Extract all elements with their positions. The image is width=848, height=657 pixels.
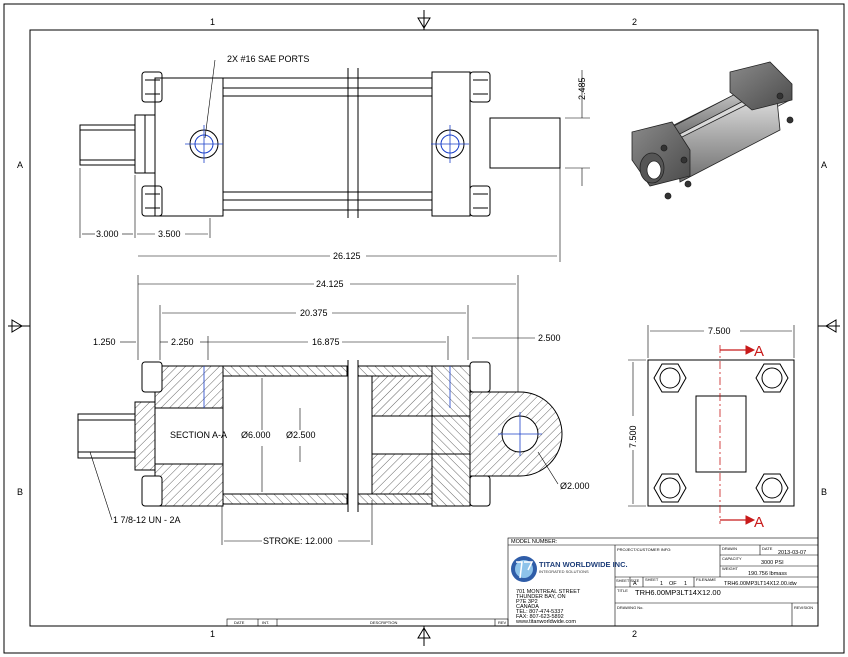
- section-dimensions: [89, 275, 559, 545]
- logo-text: TITAN WORLDWIDE INC.: [539, 560, 628, 569]
- zone-top-1: 1: [210, 17, 215, 27]
- drawing-no-label: DRAWING No.: [617, 605, 644, 610]
- dim-rod: Ø2.500: [286, 430, 316, 440]
- dim-20375: 20.375: [300, 308, 328, 318]
- rev-col-rev: REV: [498, 620, 507, 625]
- title-value: TRH6.00MP3LT14X12.00: [635, 588, 721, 597]
- svg-text:THUNDER BAY, ON: THUNDER BAY, ON: [516, 594, 566, 600]
- svg-text:TEL: 807-474-5337: TEL: 807-474-5337: [516, 609, 563, 615]
- weight-label: WEIGHT: [722, 566, 739, 571]
- dim-2250: 2.250: [171, 337, 194, 347]
- dim-2500: 2.500: [538, 333, 561, 343]
- iso-view: [631, 61, 794, 200]
- title-block: [226, 537, 819, 627]
- outer-border: [3, 3, 845, 654]
- title-label: TITLE: [617, 588, 628, 593]
- dim-sq-width: 7.500: [708, 326, 731, 336]
- filename-value: TRH6.00MP3LT14X12.00.idw: [724, 581, 797, 587]
- svg-text:701 MONTREAL STREET: 701 MONTREAL STREET: [516, 589, 581, 595]
- zone-bottom-2: 2: [632, 629, 637, 639]
- zone-bottom-1: 1: [210, 629, 215, 639]
- dim-pin: Ø2.000: [560, 481, 590, 491]
- revision-label: REVISION: [794, 605, 813, 610]
- rev-col-date: DATE: [234, 620, 245, 625]
- dim-bore: Ø6.000: [241, 430, 271, 440]
- date-value: 2013-03-07: [778, 550, 806, 556]
- sheet-label: SHEET: [645, 577, 659, 582]
- sheet-size-value: A: [633, 581, 637, 587]
- end-view-dimensions: [628, 325, 795, 507]
- section-view: [77, 360, 563, 512]
- dim-3500: 3.500: [158, 229, 181, 239]
- of-label: OF: [669, 581, 677, 587]
- capacity-value: 3000 PSI: [761, 560, 784, 566]
- thread-label: 1 7/8-12 UN - 2A: [113, 515, 181, 525]
- dim-24125: 24.125: [316, 279, 344, 289]
- drawn-label: DRAWN: [722, 546, 737, 551]
- zone-top-2: 2: [632, 17, 637, 27]
- dim-2485: 2.485: [577, 77, 587, 100]
- svg-text:FAX: 807-623-5892: FAX: 807-623-5892: [516, 614, 564, 620]
- logo-tagline: INTEGRATED SOLUTIONS: [539, 569, 589, 574]
- sheet-size-label: SHEET SIZE: [616, 578, 640, 583]
- section-marker-top: A: [754, 343, 764, 360]
- model-number-label: MODEL NUMBER:: [511, 539, 558, 545]
- svg-text:www.titanworldwide.com: www.titanworldwide.com: [515, 619, 576, 625]
- capacity-label: CAPACITY: [722, 556, 742, 561]
- project-label: PROJECT/CUSTOMER INFO:: [617, 547, 671, 552]
- rev-col-description: DESCRIPTION: [370, 620, 397, 625]
- weight-value: 190.756 lbmass: [748, 571, 787, 577]
- of-value: 1: [684, 581, 687, 587]
- zone-right-a: A: [821, 160, 827, 170]
- ports-label: 2X #16 SAE PORTS: [227, 54, 309, 64]
- bolt-nuts: [653, 363, 789, 503]
- end-view: [647, 345, 795, 525]
- section-marker-bottom: A: [754, 514, 764, 531]
- company-logo: TITAN WORLDWIDE INC. INTEGRATED SOLUTION…: [511, 556, 628, 582]
- sheet-value: 1: [660, 581, 663, 587]
- dim-1250: 1.250: [93, 337, 116, 347]
- zone-right-b: B: [821, 487, 827, 497]
- svg-text:P7E 3P2: P7E 3P2: [516, 599, 538, 605]
- dim-sq-height: 7.500: [628, 425, 638, 448]
- dim-3000: 3.000: [96, 229, 119, 239]
- dim-stroke: STROKE: 12.000: [263, 536, 333, 546]
- dim-16875: 16.875: [312, 337, 340, 347]
- section-label: SECTION A-A: [170, 430, 227, 440]
- dim-26125: 26.125: [333, 251, 361, 261]
- rev-col-int: INT.: [262, 620, 269, 625]
- top-view: [79, 68, 561, 218]
- filename-label: FILENAME: [696, 577, 716, 582]
- svg-text:CANADA: CANADA: [516, 604, 539, 610]
- address-block: 701 MONTREAL STREET THUNDER BAY, ON P7E …: [515, 589, 581, 625]
- zone-left-a: A: [17, 160, 23, 170]
- centering-marks: [8, 10, 840, 646]
- date-label: DATE: [762, 546, 773, 551]
- top-view-dimensions: [79, 59, 590, 262]
- zone-left-b: B: [17, 487, 23, 497]
